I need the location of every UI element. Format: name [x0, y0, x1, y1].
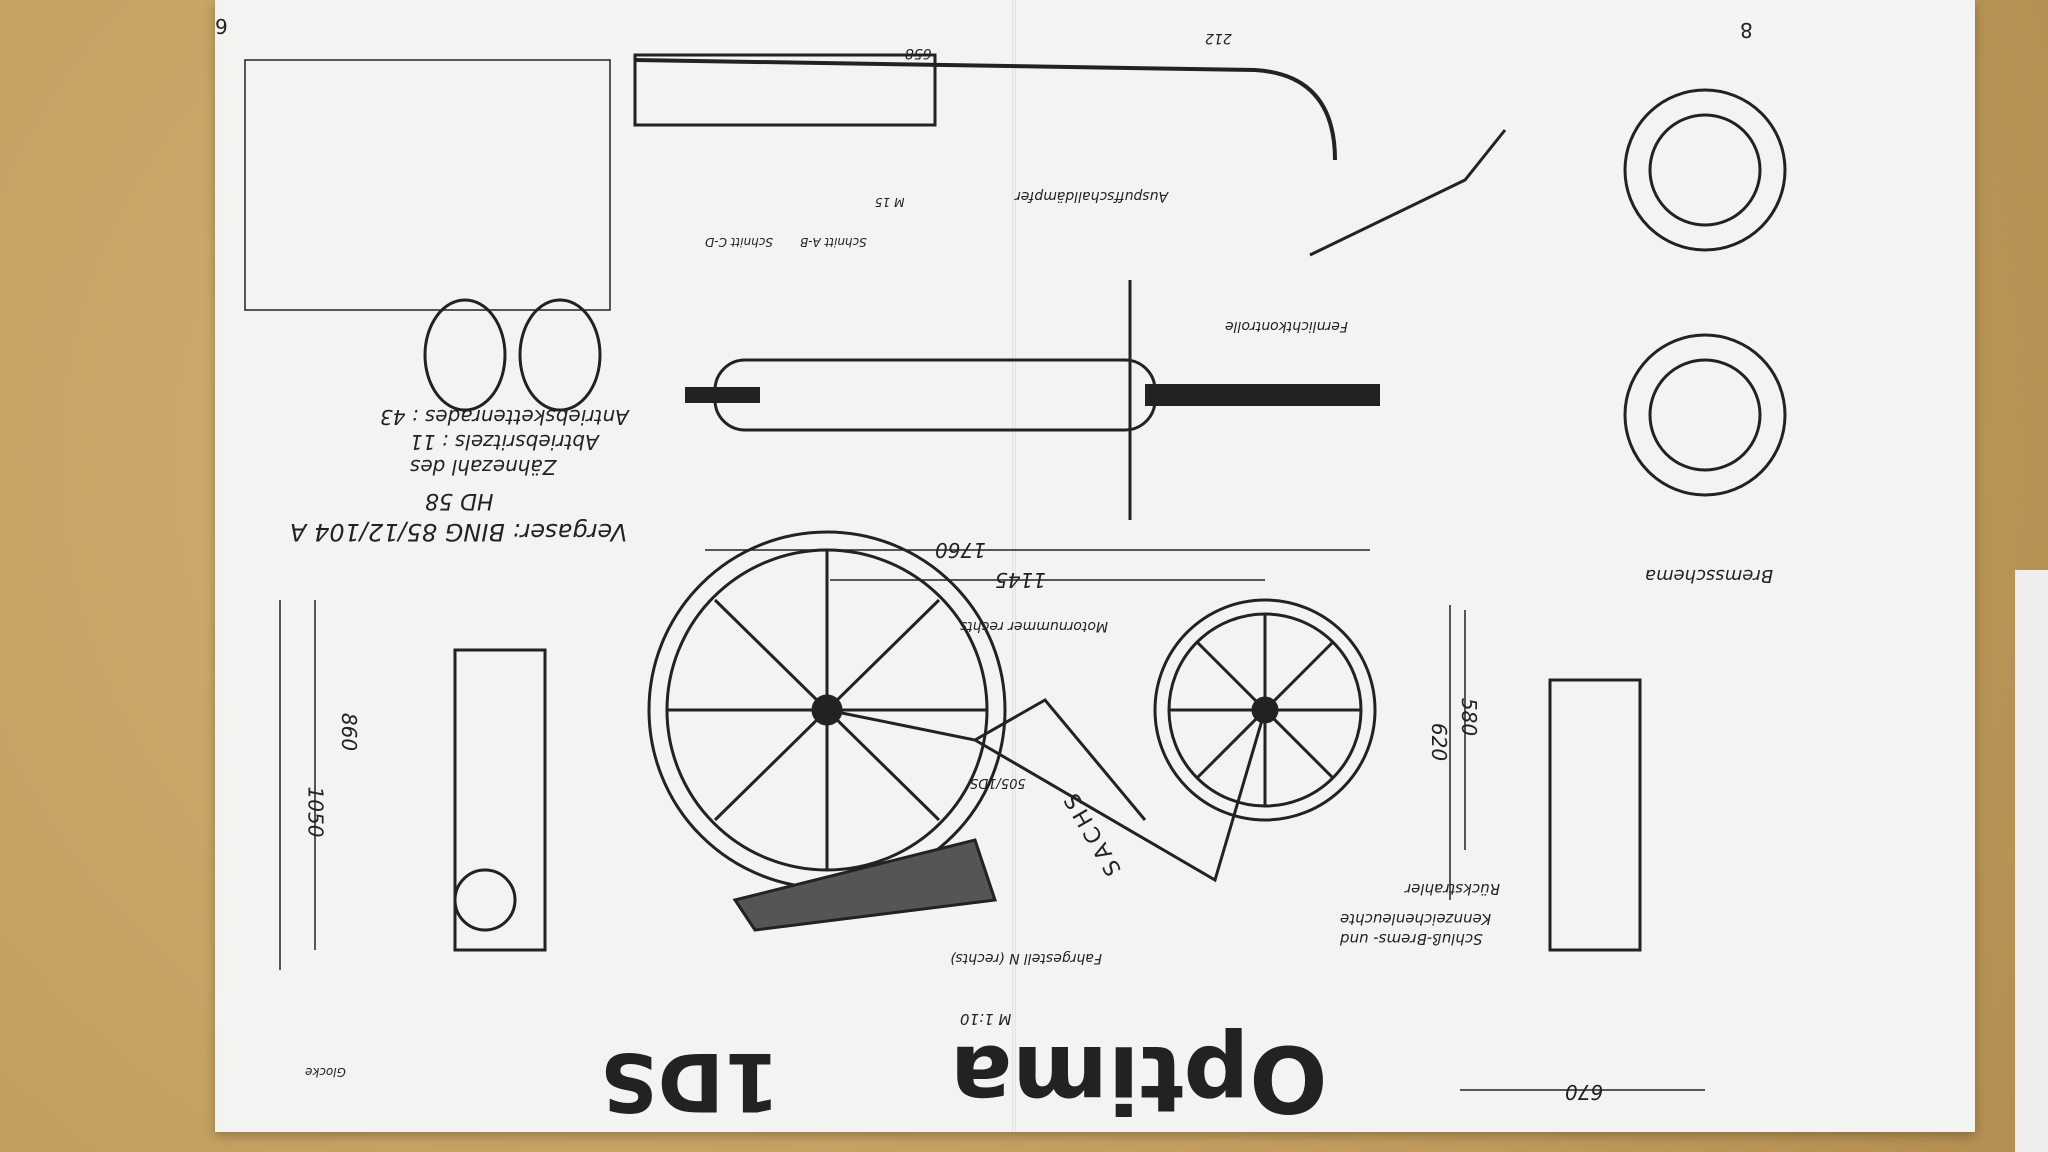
- dim-length: 1760: [935, 538, 986, 562]
- page-number-right: 8: [1740, 18, 1753, 42]
- section-ab-label: Schnitt A-B: [800, 235, 867, 249]
- frame-number-label: Fahrgestell N (rechts): [950, 950, 1102, 966]
- dim-width: 670: [1565, 1080, 1604, 1104]
- tail-light-label-2: Kennzeichenleuchte: [1340, 910, 1492, 928]
- teeth-line1: Zähnezahl des: [410, 455, 557, 479]
- brake-lever: [1309, 129, 1507, 257]
- dim-wheelbase: 1145: [995, 568, 1046, 592]
- muffler-label: Auspuffschalldämpfer: [1015, 188, 1169, 204]
- dim-height-right-2: 620: [1427, 722, 1452, 762]
- highbeam-label: Fernlichtkontrolle: [1225, 318, 1348, 334]
- variant-title: 1DS: [600, 1035, 780, 1128]
- tail-light-label-1: Schluß-Brems- und: [1340, 930, 1483, 948]
- paper-slip: [2015, 570, 2048, 1152]
- dim-height-right-1: 580: [1457, 697, 1482, 737]
- muffler-outline: [633, 53, 937, 127]
- bell-label: Glocke: [305, 1065, 346, 1079]
- top-view: [685, 280, 1380, 520]
- section-cd-label: Schnitt C-D: [705, 235, 773, 249]
- booklet-page: 6 8 Optima 1DS M 1:10 Vergaser: BING 85/…: [215, 0, 1975, 1132]
- model-title: Optima: [950, 1025, 1328, 1132]
- carburetor-line1: Vergaser: BING 85/12/104 A: [290, 518, 628, 546]
- exhaust-pipe: [634, 58, 1337, 161]
- technical-drawing: [244, 53, 1787, 1091]
- page-fold: [1012, 0, 1016, 1132]
- page-number-left: 6: [215, 14, 228, 38]
- dim-pipe-length: 658: [905, 45, 932, 61]
- thread-label: M 15: [875, 195, 905, 209]
- rear-view: [453, 648, 547, 952]
- front-view: [1548, 678, 1642, 952]
- engine-type-label: 505/1DS: [970, 775, 1026, 790]
- brake-drum-1: [1623, 88, 1787, 252]
- carburetor-line2: HD 58: [425, 488, 494, 513]
- teeth-line2: Abtriebsritzels : 11: [410, 430, 599, 454]
- dim-pipe-end: 212: [1205, 30, 1232, 46]
- engine-number-label: Motornummer rechts: [960, 618, 1109, 634]
- brake-scheme-label: Bremsschema: [1645, 565, 1774, 586]
- frame: [732, 698, 1267, 932]
- dim-height-left: 860: [337, 712, 362, 752]
- scale-label: M 1:10: [960, 1010, 1012, 1028]
- teeth-line3: Antriebskettenrades : 43: [380, 405, 629, 429]
- dim-height-total: 1050: [303, 786, 328, 838]
- brake-drum-2: [1623, 333, 1787, 497]
- reflector-label: Rückstrahler: [1405, 880, 1500, 898]
